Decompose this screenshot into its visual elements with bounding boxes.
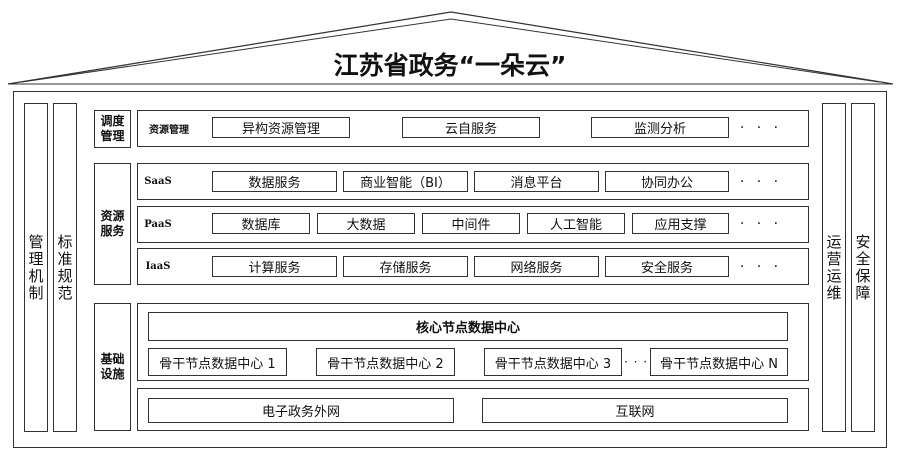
cell-big-data: 大数据 [317,213,415,234]
cell-security-service: 安全服务 [605,256,729,277]
group-infrastructure: 基础设施 [94,303,131,431]
pillar-security: 安全保障 [851,103,875,432]
cell-heterogeneous-resource: 异构资源管理 [212,117,350,138]
more-ellipsis: · · · [739,119,783,136]
cell-compute-service: 计算服务 [212,256,337,277]
diagram-title: 江苏省政务“一朵云” [333,51,567,80]
more-ellipsis: · · · [739,215,783,232]
more-ellipsis: · · · [623,355,649,369]
cell-data-service: 数据服务 [212,171,337,192]
cell-database: 数据库 [212,213,310,234]
backbone-node-data-center-2: 骨干节点数据中心 2 [316,348,455,376]
backbone-node-data-center-n: 骨干节点数据中心 N [650,348,788,376]
backbone-node-data-center-1: 骨干节点数据中心 1 [148,348,287,376]
more-ellipsis: · · · [739,173,783,190]
cell-collaborative-office: 协同办公 [605,171,729,192]
cell-cloud-self-service: 云自服务 [402,117,540,138]
e-government-extranet: 电子政务外网 [148,398,454,423]
cell-storage-service: 存储服务 [343,256,468,277]
row-label-resource-management: 资源管理 [149,124,189,136]
cell-business-intelligence: 商业智能（BI） [343,171,468,192]
cell-middleware: 中间件 [422,213,520,234]
cell-message-platform: 消息平台 [474,171,599,192]
cell-artificial-intelligence: 人工智能 [527,213,625,234]
internet: 互联网 [482,398,788,423]
group-resource-services: 资源服务 [94,163,131,285]
group-scheduling: 调度管理 [94,110,131,148]
backbone-node-data-center-3: 骨干节点数据中心 3 [484,348,622,376]
cell-monitoring-analysis: 监测分析 [591,117,729,138]
cell-application-support: 应用支撑 [632,213,729,234]
pillar-standards: 标准规范 [53,103,77,432]
pillar-operations: 运营运维 [822,103,846,432]
core-node-data-center: 核心节点数据中心 [148,312,788,341]
row-label-iaas: IaaS [145,260,171,272]
row-label-paas: PaaS [144,218,172,230]
pillar-management-mechanism: 管理机制 [24,103,48,432]
row-label-saas: SaaS [144,175,172,187]
cell-network-service: 网络服务 [474,256,599,277]
more-ellipsis: · · · [739,258,783,275]
